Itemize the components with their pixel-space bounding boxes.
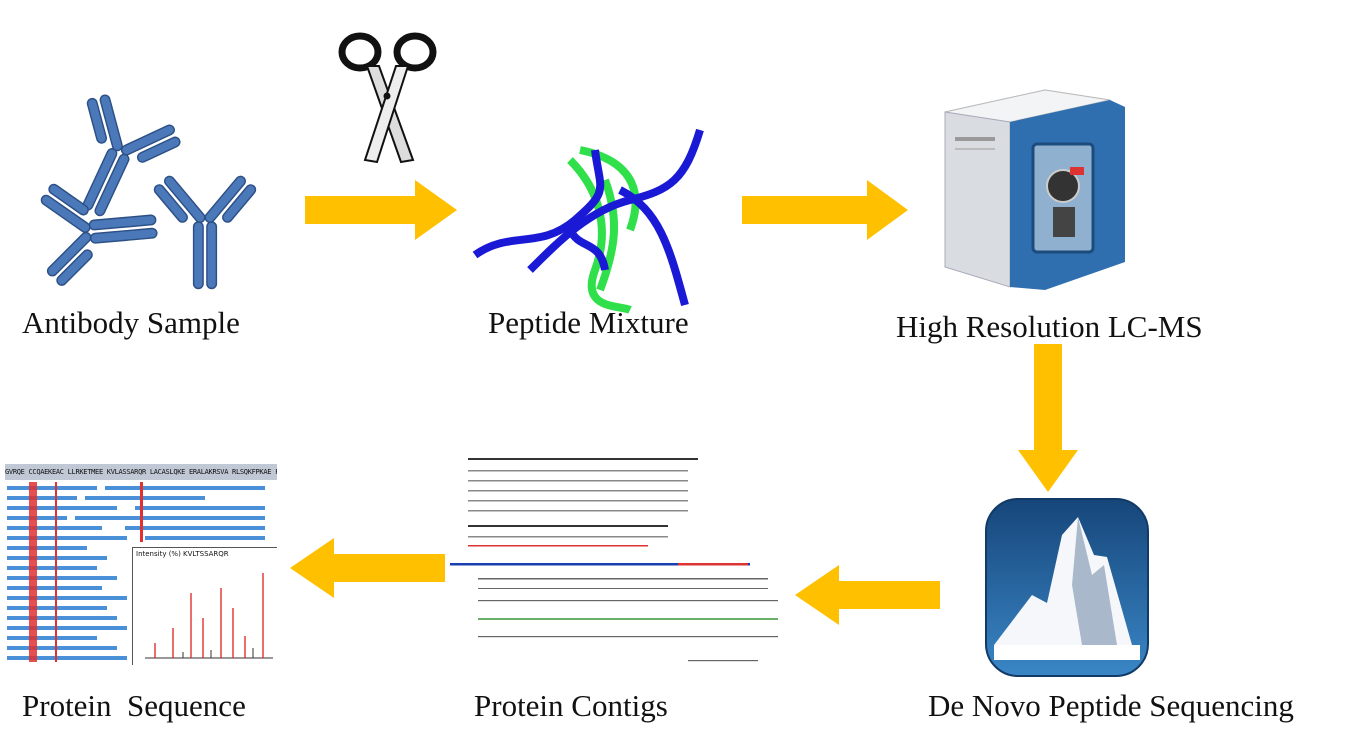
mass-spectrometer-icon (944, 89, 1125, 290)
spectrum-peaks (145, 573, 273, 659)
alignment-table-thumbnail (448, 450, 783, 675)
peptide-mixture-icon (472, 128, 704, 314)
de-novo-label: De Novo Peptide Sequencing (928, 688, 1294, 723)
scissors-icon (338, 32, 437, 164)
sequence-coverage-thumbnail: GVRQE CCQAEKEAC LLRKETMEE KVLASSARQR LAC… (5, 440, 277, 665)
spectrum-title: Intensity (%) KVLTSSARQR (136, 550, 229, 558)
sequence-text: GVRQE CCQAEKEAC LLRKETMEE KVLASSARQR LAC… (5, 464, 277, 480)
lc-ms-label: High Resolution LC-MS (896, 309, 1203, 344)
arrow-left-2 (290, 538, 445, 598)
peptide-mixture-label: Peptide Mixture (488, 305, 689, 340)
antibody-molecules-icon (37, 86, 259, 290)
arrow-right-2 (742, 180, 908, 240)
protein-contigs-label: Protein Contigs (474, 688, 668, 723)
coverage-bars (7, 482, 265, 662)
antibody-sample-label: Antibody Sample (22, 305, 240, 340)
mountain-app-icon (985, 498, 1149, 677)
arrow-left-1 (795, 565, 940, 625)
arrow-down (1018, 344, 1078, 492)
arrow-right-1 (305, 180, 457, 240)
spectrum-inset: Intensity (%) KVLTSSARQR (132, 547, 277, 665)
protein-sequence-label: Protein Sequence (22, 688, 246, 723)
